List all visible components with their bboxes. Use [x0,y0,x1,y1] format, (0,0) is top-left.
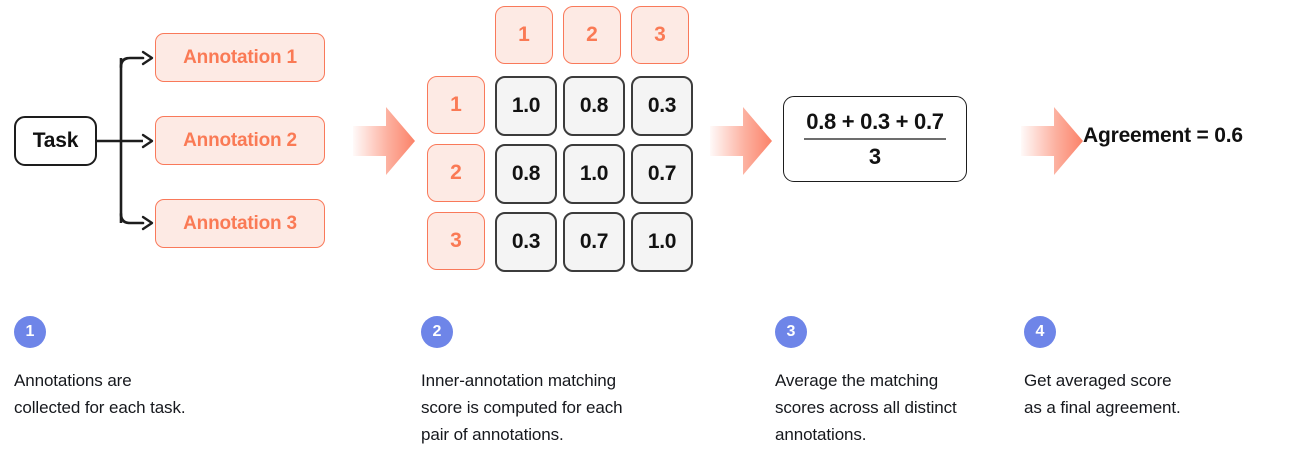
matrix-cell-2-2: 1.0 [563,144,625,204]
matrix-cell-3-2-value: 0.7 [579,230,609,253]
step-4-text: Get averaged score as a final agreement. [1024,371,1181,417]
matrix-cell-3-1-value: 0.3 [511,230,541,253]
matrix-cell-2-1-value: 0.8 [511,162,541,185]
flow-arrow-right-icon-3 [1021,107,1083,175]
matrix-row-header-2: 2 [427,144,485,202]
matrix-column-header-2: 2 [563,6,621,64]
arrowhead-1-icon [141,50,154,66]
annotation-box-2: Annotation 2 [155,116,325,165]
matrix-cell-1-2-value: 0.8 [579,94,609,117]
matrix-cell-1-2: 0.8 [563,76,625,136]
step-3-badge: 3 [775,316,807,348]
step-1-badge: 1 [14,316,46,348]
arrowhead-2-icon [141,133,154,149]
matrix-cell-3-3-value: 1.0 [647,230,677,253]
annotation-label-1: Annotation 1 [183,46,297,68]
matrix-column-header-3: 3 [631,6,689,64]
step-2: 2 Inner-annotation matching score is com… [421,316,711,448]
agreement-result-label: Agreement = 0.6 [1083,124,1243,147]
matrix-column-header-3-label: 3 [654,23,666,46]
step-3: 3 Average the matching scores across all… [775,316,1025,448]
annotation-box-3: Annotation 3 [155,199,325,248]
matrix-cell-1-1: 1.0 [495,76,557,136]
annotation-label-3: Annotation 3 [183,212,297,234]
task-node: Task [14,116,97,166]
connector-branch-3 [119,212,145,225]
step-1-text: Annotations are collected for each task. [14,371,186,417]
matrix-row-header-3: 3 [427,212,485,270]
matrix-cell-1-1-value: 1.0 [511,94,541,117]
agreement-matrix: 1 2 3 1 2 3 1.0 0.8 0.3 0.8 [427,6,699,272]
matrix-cell-2-3-value: 0.7 [647,162,677,185]
matrix-cell-2-2-value: 1.0 [579,162,609,185]
step-2-text: Inner-annotation matching score is compu… [421,371,623,444]
matrix-cell-3-3: 1.0 [631,212,693,272]
matrix-cell-3-2: 0.7 [563,212,625,272]
task-node-label: Task [32,129,79,152]
matrix-row-header-1: 1 [427,76,485,134]
flow-arrow-right-icon-1 [353,107,415,175]
formula-numerator: 0.8 + 0.3 + 0.7 [804,109,946,140]
matrix-row-header-2-label: 2 [450,161,462,184]
matrix-column-header-1: 1 [495,6,553,64]
matrix-row-header-1-label: 1 [450,93,462,116]
step-2-badge: 2 [421,316,453,348]
annotation-label-2: Annotation 2 [183,129,297,151]
step-3-text: Average the matching scores across all d… [775,371,957,444]
matrix-cell-1-3-value: 0.3 [647,94,677,117]
annotation-box-1: Annotation 1 [155,33,325,82]
step-4-badge: 4 [1024,316,1056,348]
task-to-annotations-connector [96,50,154,231]
matrix-cell-2-1: 0.8 [495,144,557,204]
step-4: 4 Get averaged score as a final agreemen… [1024,316,1294,421]
matrix-cell-1-3: 0.3 [631,76,693,136]
connector-branch-1 [119,56,145,69]
matrix-cell-2-3: 0.7 [631,144,693,204]
matrix-row-header-3-label: 3 [450,229,462,252]
arrowhead-3-icon [141,215,154,231]
average-formula-box: 0.8 + 0.3 + 0.7 3 [783,96,967,182]
step-1: 1 Annotations are collected for each tas… [14,316,274,421]
formula-denominator: 3 [868,143,882,169]
matrix-cell-3-1: 0.3 [495,212,557,272]
matrix-column-header-1-label: 1 [518,23,530,46]
matrix-column-header-2-label: 2 [586,23,598,46]
flow-arrow-right-icon-2 [710,107,772,175]
